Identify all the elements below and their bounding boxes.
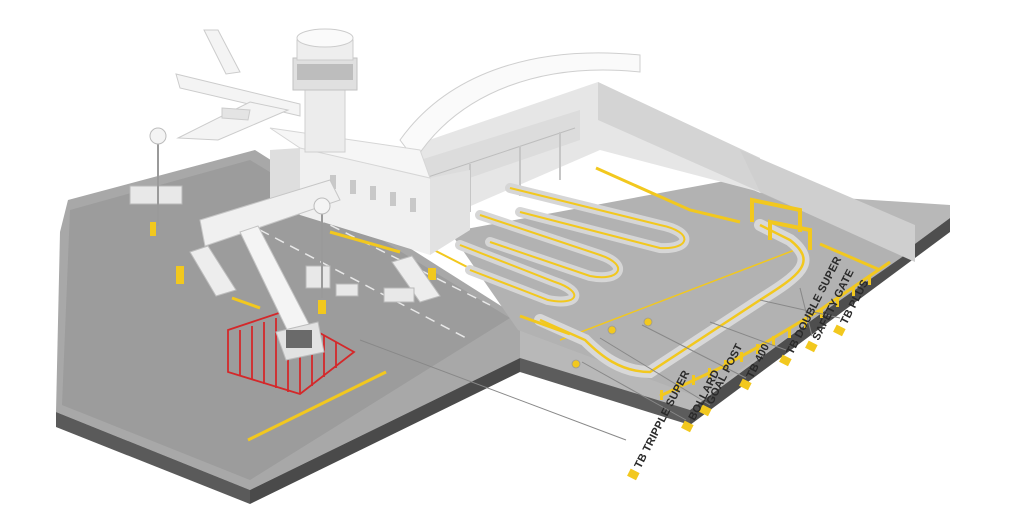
stand-hatch-marking [227, 311, 356, 395]
barrier-posts [150, 222, 871, 400]
light-masts [149, 127, 331, 298]
apron-stop-line [247, 370, 387, 442]
airplane [175, 29, 301, 141]
bollard-markers [571, 317, 653, 369]
control-tower [292, 28, 358, 153]
terminal-building [269, 52, 915, 262]
callout-leaders [359, 287, 841, 441]
ground-vehicles [129, 185, 415, 303]
boarding-bridge [199, 179, 341, 361]
curved-roof [399, 52, 641, 161]
goal-post-gantry [750, 197, 812, 250]
safety-barriers [231, 166, 891, 398]
